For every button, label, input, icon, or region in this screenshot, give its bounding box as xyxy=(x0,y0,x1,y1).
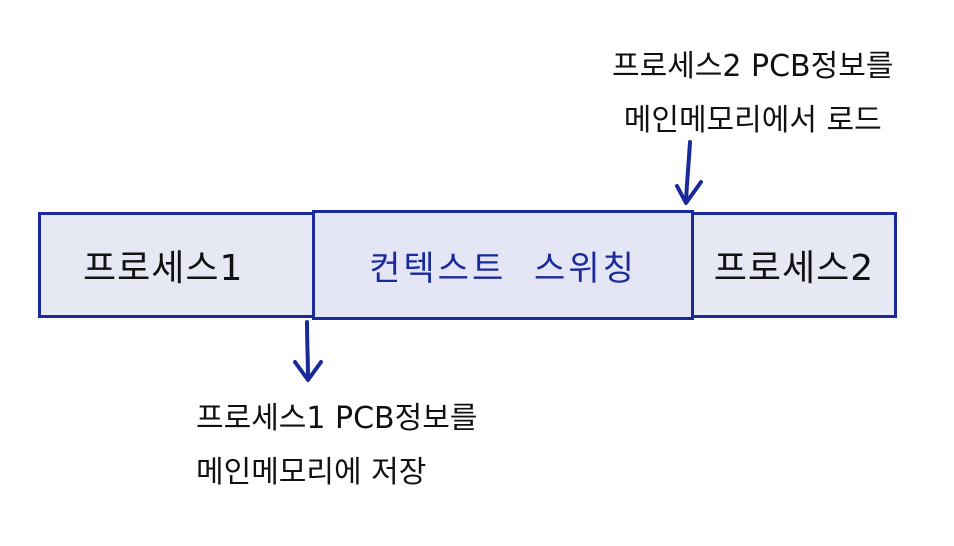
load-note-line-2: 메인메모리에서 로드 xyxy=(623,103,882,138)
down-arrow-icon xyxy=(293,320,323,382)
save-note-line-2: 메인메모리에 저장 xyxy=(196,455,427,490)
save-note-line-1: 프로세스1 PCB정보를 xyxy=(196,401,478,436)
down-arrow-icon xyxy=(675,140,703,205)
save-note: 프로세스1 PCB정보를 메인메모리에 저장 xyxy=(196,392,477,500)
process2-box: 프로세스2 xyxy=(691,212,897,318)
context-switch-box: 컨텍스트 스위칭 xyxy=(312,210,694,320)
process1-box: 프로세스1 xyxy=(38,212,316,318)
process2-label: 프로세스2 xyxy=(713,248,875,289)
context-switch-label: 컨텍스트 스위칭 xyxy=(369,248,637,289)
process1-label: 프로세스1 xyxy=(83,248,244,289)
load-note: 프로세스2 PCB정보를 메인메모리에서 로드 xyxy=(612,40,893,148)
load-note-line-1: 프로세스2 PCB정보를 xyxy=(612,49,894,84)
